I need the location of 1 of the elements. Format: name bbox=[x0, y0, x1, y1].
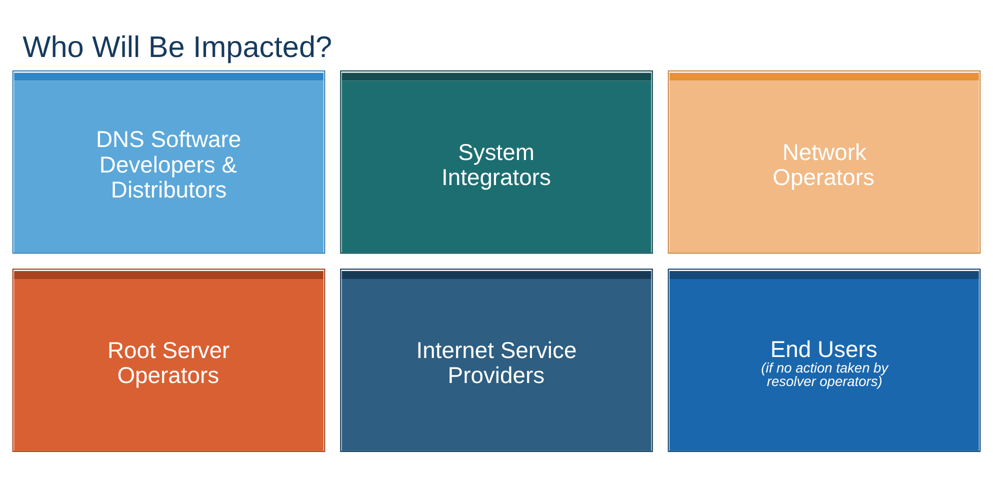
diagram-title: Who Will Be Impacted? bbox=[22, 31, 332, 64]
